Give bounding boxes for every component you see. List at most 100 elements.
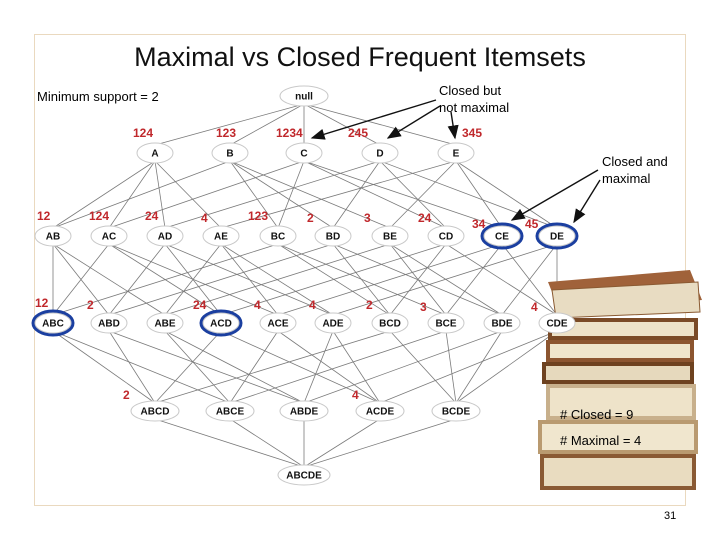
itemset-node-shape: [314, 225, 352, 247]
lattice-edge: [154, 330, 391, 404]
itemset-node-cd: CD 24: [418, 211, 465, 247]
transaction-ids: 4: [254, 298, 261, 312]
lattice-edge: [389, 160, 457, 229]
highlight-ring: [480, 222, 524, 250]
itemset-node-shape: [146, 312, 184, 334]
annotation-closed-not-maximal: Closed but not maximal: [439, 82, 509, 116]
closed-count: # Closed = 9: [560, 407, 634, 422]
itemset-label: DE: [550, 232, 564, 243]
lattice-edge: [277, 160, 305, 229]
itemset-label: BE: [383, 232, 397, 243]
annotation-arrows: [310, 99, 601, 224]
lattice-edge: [445, 243, 558, 316]
lattice-edge: [108, 243, 334, 316]
itemset-label: ACE: [267, 319, 288, 330]
lattice-edge: [277, 330, 381, 404]
transaction-ids: 2: [366, 298, 373, 312]
lattice-edge: [455, 330, 503, 404]
itemset-node-shape: [437, 142, 475, 164]
lattice-edge: [389, 330, 457, 404]
arrow-to-d: [386, 105, 441, 139]
lattice-edge: [277, 243, 503, 316]
transaction-ids: 24: [418, 211, 432, 225]
annotation-line: maximal: [602, 171, 651, 186]
minimum-support-label: Minimum support = 2: [37, 89, 159, 104]
itemset-label: ACD: [210, 319, 232, 330]
itemset-node-shape: [34, 312, 72, 334]
transaction-ids: 1234: [276, 126, 303, 140]
itemset-node-shape: [371, 225, 409, 247]
lattice-edge: [154, 330, 222, 404]
lattice-edge: [303, 418, 457, 468]
lattice-edge: [52, 243, 279, 316]
lattice-edge: [303, 103, 381, 146]
itemset-node-shape: [130, 400, 180, 422]
itemset-node-shape: [211, 142, 249, 164]
itemset-label: CDE: [546, 319, 567, 330]
itemset-node-be: BE3: [364, 211, 409, 247]
itemset-label: ABDE: [290, 407, 319, 418]
lattice-edge: [445, 243, 503, 316]
lattice-edge: [108, 160, 305, 229]
highlight-ring: [199, 309, 243, 337]
itemset-node-shape: [202, 312, 240, 334]
lattice-edge: [108, 243, 166, 316]
lattice-edge: [52, 160, 231, 229]
transaction-ids: 4: [531, 300, 538, 314]
itemset-node-shape: [538, 225, 576, 247]
lattice-edge: [154, 160, 166, 229]
itemset-node-shape: [538, 312, 576, 334]
transaction-ids: 3: [420, 300, 427, 314]
transaction-ids: 12: [37, 209, 51, 223]
itemset-label: AC: [102, 232, 116, 243]
lattice-edge: [108, 160, 156, 229]
transaction-ids: 345: [462, 126, 482, 140]
lattice-edge: [164, 160, 381, 229]
itemset-label: AE: [214, 232, 228, 243]
itemset-label: CE: [495, 232, 509, 243]
itemset-node-shape: [90, 312, 128, 334]
itemset-node-bde: BDE: [483, 312, 521, 334]
itemset-label: BC: [271, 232, 285, 243]
lattice-edge: [303, 330, 334, 404]
highlight-ring: [535, 222, 579, 250]
lattice-edge: [303, 160, 447, 229]
itemset-node-abcde: ABCDE: [277, 464, 331, 486]
lattice-edge: [229, 160, 279, 229]
itemset-node-shape: [279, 85, 329, 107]
lattice-edge: [164, 243, 391, 316]
transaction-ids: 2: [87, 298, 94, 312]
itemset-label: ABCE: [216, 407, 245, 418]
transaction-ids: 4: [352, 388, 359, 402]
lattice-edge: [303, 418, 381, 468]
itemset-label: CD: [439, 232, 453, 243]
itemset-label: AD: [158, 232, 172, 243]
lattice-edge: [52, 243, 166, 316]
itemset-node-null: null: [279, 85, 329, 107]
itemset-node-shape: [431, 400, 481, 422]
itemset-node-bd: BD2: [307, 211, 352, 247]
transaction-ids: 123: [216, 126, 236, 140]
lattice-edge: [501, 243, 558, 316]
lattice-edge: [332, 160, 381, 229]
lattice-edge: [229, 160, 334, 229]
annotation-line: not maximal: [439, 100, 510, 115]
transaction-ids: 4: [309, 298, 316, 312]
itemset-label: ABE: [154, 319, 175, 330]
itemset-node-shape: [483, 225, 521, 247]
lattice-edge: [332, 330, 381, 404]
transaction-ids: 45: [525, 217, 539, 231]
itemset-node-shape: [259, 312, 297, 334]
itemset-node-shape: [146, 225, 184, 247]
lattice-edge: [303, 160, 503, 229]
lattice-edge: [445, 330, 457, 404]
itemset-label: ABC: [42, 319, 64, 330]
